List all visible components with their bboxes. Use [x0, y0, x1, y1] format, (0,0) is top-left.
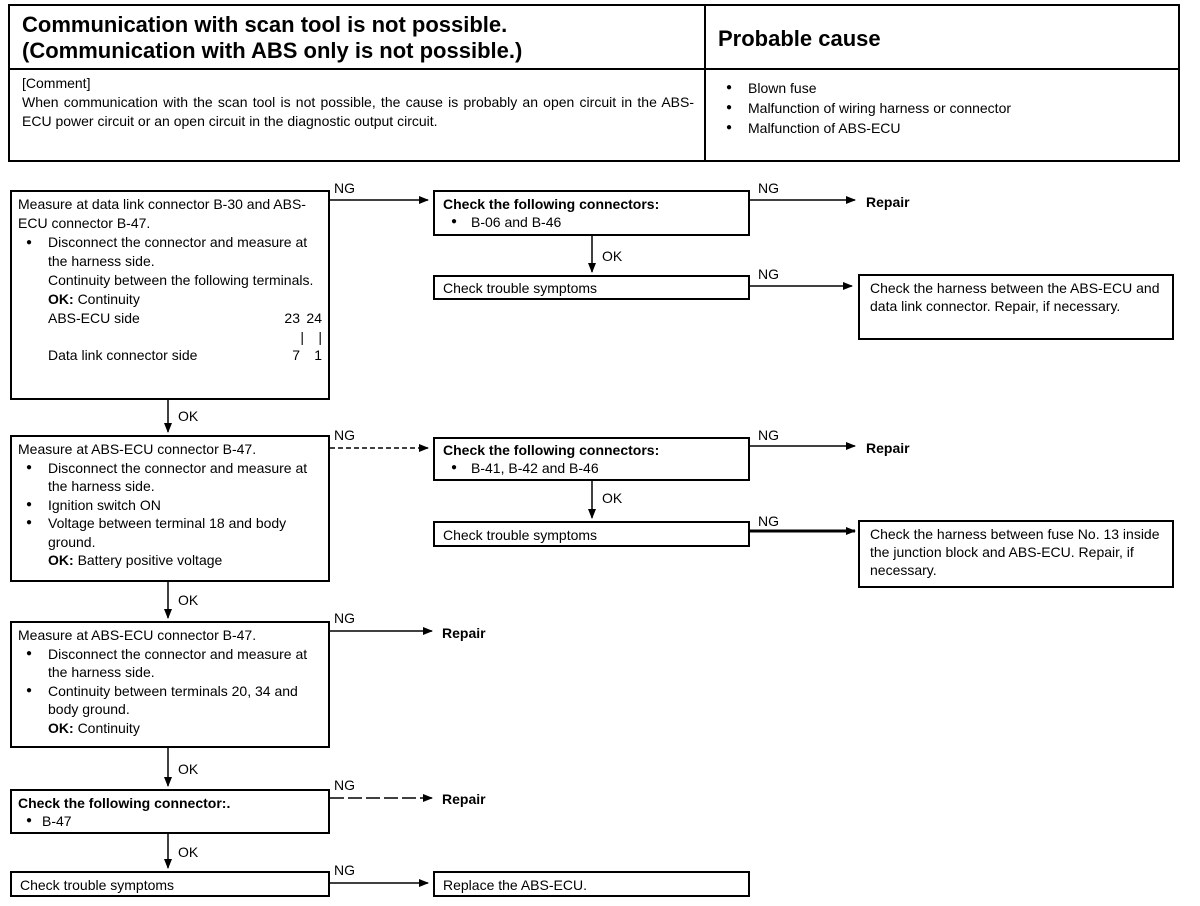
- ng-label: NG: [758, 266, 779, 282]
- link-mark: |: [300, 329, 304, 345]
- ok-value: Continuity: [77, 719, 140, 736]
- probable-cause-title: Probable cause: [718, 26, 881, 51]
- dlc-terminal-row: Data link connector side 7 1: [18, 346, 322, 365]
- ng-label: NG: [758, 513, 779, 529]
- cause-item: Malfunction of wiring harness or connect…: [718, 98, 1168, 118]
- check-symptoms-text: Check trouble symptoms: [443, 280, 598, 296]
- check-symptoms-text: Check trouble symptoms: [20, 877, 175, 893]
- harness-text: Check the harness between the ABS-ECU an…: [870, 280, 1160, 314]
- step1-connector-check-box: Check the following connectors: B-06 and…: [433, 190, 750, 236]
- ok-label: OK: [178, 761, 199, 777]
- repair-label: Repair: [866, 194, 910, 210]
- ng-label: NG: [758, 427, 779, 443]
- step1-box: Measure at data link connector B-30 and …: [10, 190, 330, 400]
- harness-text: Check the harness between fuse No. 13 in…: [870, 526, 1160, 578]
- step1-check-symptoms-box: Check trouble symptoms: [433, 275, 750, 300]
- connector-check-title: Check the following connectors:: [443, 442, 660, 458]
- cause-list: Blown fuse Malfunction of wiring harness…: [718, 78, 1168, 138]
- terminal-link-marks: | |: [18, 328, 322, 346]
- ok-label: OK: [602, 490, 623, 506]
- step2-ok: OK: Battery positive voltage: [18, 551, 322, 570]
- step3-box: Measure at ABS-ECU connector B-47. Disco…: [10, 621, 330, 748]
- connector-check-title: Check the following connectors:: [443, 196, 660, 212]
- page-title: Communication with scan tool is not poss…: [22, 12, 702, 64]
- terminal-number: 24: [306, 310, 322, 326]
- ng-label: NG: [334, 180, 355, 196]
- ok-label: OK: [178, 592, 199, 608]
- step1-bullet: Disconnect the connector and measure at …: [18, 233, 322, 271]
- ok-value: Battery positive voltage: [77, 552, 223, 568]
- ok-prefix: OK:: [48, 291, 74, 307]
- step2-check-symptoms-box: Check trouble symptoms: [433, 521, 750, 547]
- step1-continuity: Continuity between the following termina…: [48, 272, 314, 288]
- cause-item: Malfunction of ABS-ECU: [718, 118, 1168, 138]
- connector-list: B-41, B-42 and B-46: [443, 459, 740, 477]
- step2-bullet: Ignition switch ON: [18, 496, 322, 515]
- terminal-number: 7: [292, 347, 300, 363]
- step3-ok: OK: Continuity: [18, 719, 322, 738]
- repair-label: Repair: [866, 440, 910, 456]
- step2-box: Measure at ABS-ECU connector B-47. Disco…: [10, 435, 330, 582]
- comment-text: When communication with the scan tool is…: [22, 94, 694, 129]
- connector-list: B-47: [18, 812, 322, 830]
- header-divider-v: [704, 6, 706, 160]
- ng-label: NG: [334, 862, 355, 878]
- title-line-2: (Communication with ABS only is not poss…: [22, 38, 523, 63]
- ecu-terminal-row: ABS-ECU side 23 24: [18, 309, 322, 328]
- ok-label: OK: [602, 248, 623, 264]
- ng-label: NG: [334, 610, 355, 626]
- repair-label: Repair: [442, 791, 486, 807]
- step3-bullet: Disconnect the connector and measure at …: [18, 645, 322, 682]
- ok-prefix: OK:: [48, 719, 74, 736]
- terminal-number: 23: [284, 310, 300, 326]
- step2-instruction: Measure at ABS-ECU connector B-47.: [18, 441, 257, 457]
- ng-label: NG: [334, 777, 355, 793]
- step1-instruction: Measure at data link connector B-30 and …: [18, 196, 306, 231]
- step2-bullet: Disconnect the connector and measure at …: [18, 459, 322, 496]
- dlc-side-label: Data link connector side: [48, 347, 198, 363]
- ecu-side-label: ABS-ECU side: [48, 310, 140, 326]
- step1-harness-box: Check the harness between the ABS-ECU an…: [858, 274, 1174, 340]
- replace-ecu-text: Replace the ABS-ECU.: [443, 877, 587, 893]
- step1-ok: OK: Continuity: [18, 290, 322, 309]
- title-line-1: Communication with scan tool is not poss…: [22, 12, 508, 37]
- step2-connector-check-box: Check the following connectors: B-41, B-…: [433, 437, 750, 481]
- comment-label: [Comment]: [22, 75, 91, 91]
- terminal-number: 1: [314, 347, 322, 363]
- repair-label: Repair: [442, 625, 486, 641]
- ok-value: Continuity: [77, 291, 140, 307]
- step2-harness-box: Check the harness between fuse No. 13 in…: [858, 520, 1174, 588]
- ok-label: OK: [178, 844, 199, 860]
- connector-check-title: Check the following connector:.: [18, 795, 231, 811]
- cause-item: Blown fuse: [718, 78, 1168, 98]
- check-symptoms-text: Check trouble symptoms: [443, 527, 598, 543]
- connector-list: B-06 and B-46: [443, 213, 740, 231]
- ok-label: OK: [178, 408, 199, 424]
- step3-bullet: Continuity between terminals 20, 34 and …: [18, 682, 322, 719]
- step4-box: Check the following connector:. B-47: [10, 789, 330, 834]
- link-mark: |: [318, 329, 322, 345]
- comment-block: [Comment] When communication with the sc…: [22, 74, 694, 131]
- header-divider-h: [10, 68, 1178, 70]
- ng-label: NG: [758, 180, 779, 196]
- replace-ecu-box: Replace the ABS-ECU.: [433, 871, 750, 897]
- step2-bullet: Voltage between terminal 18 and body gro…: [18, 514, 322, 551]
- step5-check-symptoms-box: Check trouble symptoms: [10, 871, 330, 897]
- step3-instruction: Measure at ABS-ECU connector B-47.: [18, 627, 257, 643]
- ng-label: NG: [334, 427, 355, 443]
- header-table: Communication with scan tool is not poss…: [8, 4, 1180, 162]
- ok-prefix: OK:: [48, 552, 74, 568]
